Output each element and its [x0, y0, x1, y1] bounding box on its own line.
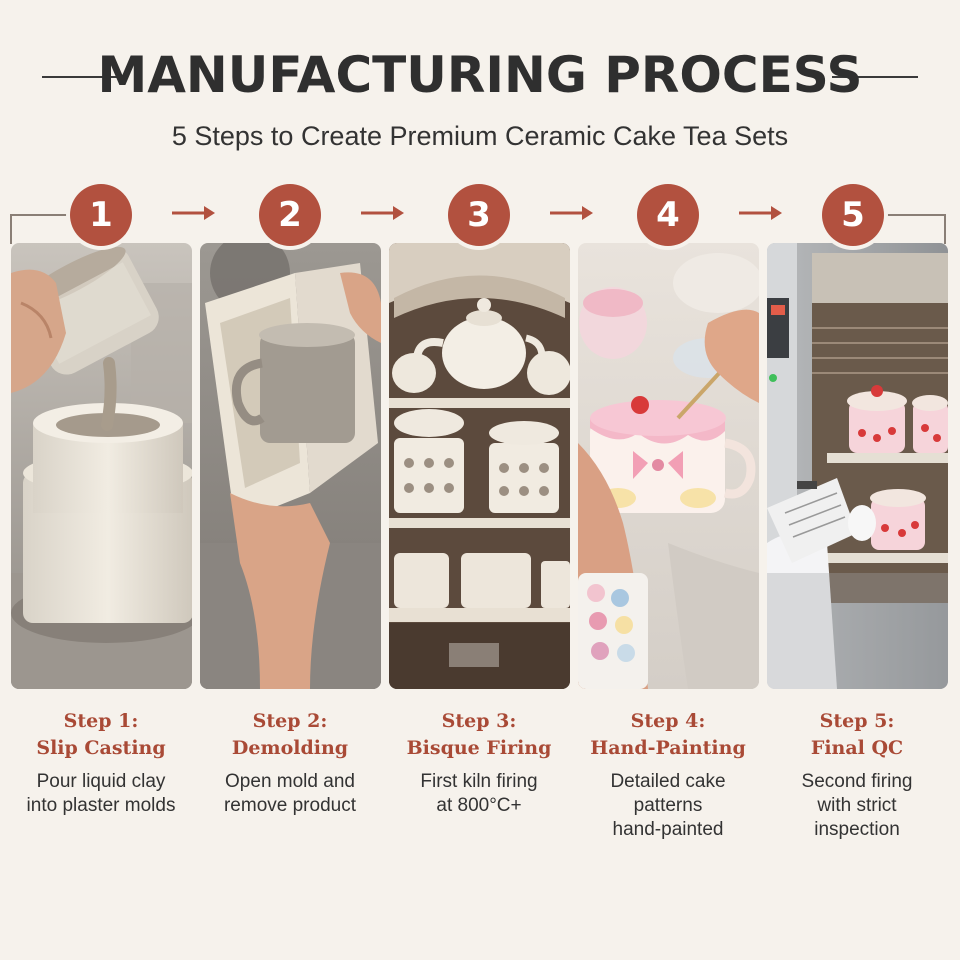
step-1-description: Pour liquid clay into plaster molds	[26, 771, 176, 816]
step-4-badge: 4	[637, 184, 699, 246]
step-1-photo	[11, 243, 192, 689]
step-1-label: Step 1: Slip Casting	[36, 710, 166, 759]
step-3-photo	[389, 243, 570, 689]
arrow-right-icon	[361, 206, 404, 220]
step-3-label: Step 3: Bisque Firing	[406, 710, 552, 759]
page-subtitle: 5 Steps to Create Premium Ceramic Cake T…	[171, 121, 789, 151]
step-2-badge: 2	[259, 184, 321, 246]
step-1-badge: 1	[70, 184, 132, 246]
step-4-description: Detailed cake patterns hand-painted	[610, 771, 726, 840]
connector-line-left	[10, 214, 70, 216]
connector-line-right	[884, 214, 946, 216]
header-rule-left	[42, 76, 128, 78]
step-4-photo	[578, 243, 759, 689]
step-3-badge: 3	[448, 184, 510, 246]
page-title: MANUFACTURING PROCESS	[97, 46, 863, 104]
header-rule-right	[832, 76, 918, 78]
step-2-description: Open mold and remove product	[223, 771, 356, 816]
step-5-description: Second firing with strict inspection	[801, 771, 913, 840]
connector-line-right-down	[944, 214, 946, 244]
step-2-photo	[200, 243, 381, 689]
step-2-label: Step 2: Demolding	[231, 710, 349, 759]
step-3-description: First kiln firing at 800°C+	[420, 771, 538, 816]
arrow-right-icon	[172, 206, 215, 220]
connector-line-left-down	[10, 214, 12, 244]
step-4-label: Step 4: Hand-Painting	[590, 710, 746, 759]
arrow-right-icon	[739, 206, 782, 220]
arrow-right-icon	[550, 206, 593, 220]
step-5-label: Step 5: Final QC	[810, 710, 904, 759]
step-5-badge: 5	[822, 184, 884, 246]
step-5-photo	[767, 243, 948, 689]
